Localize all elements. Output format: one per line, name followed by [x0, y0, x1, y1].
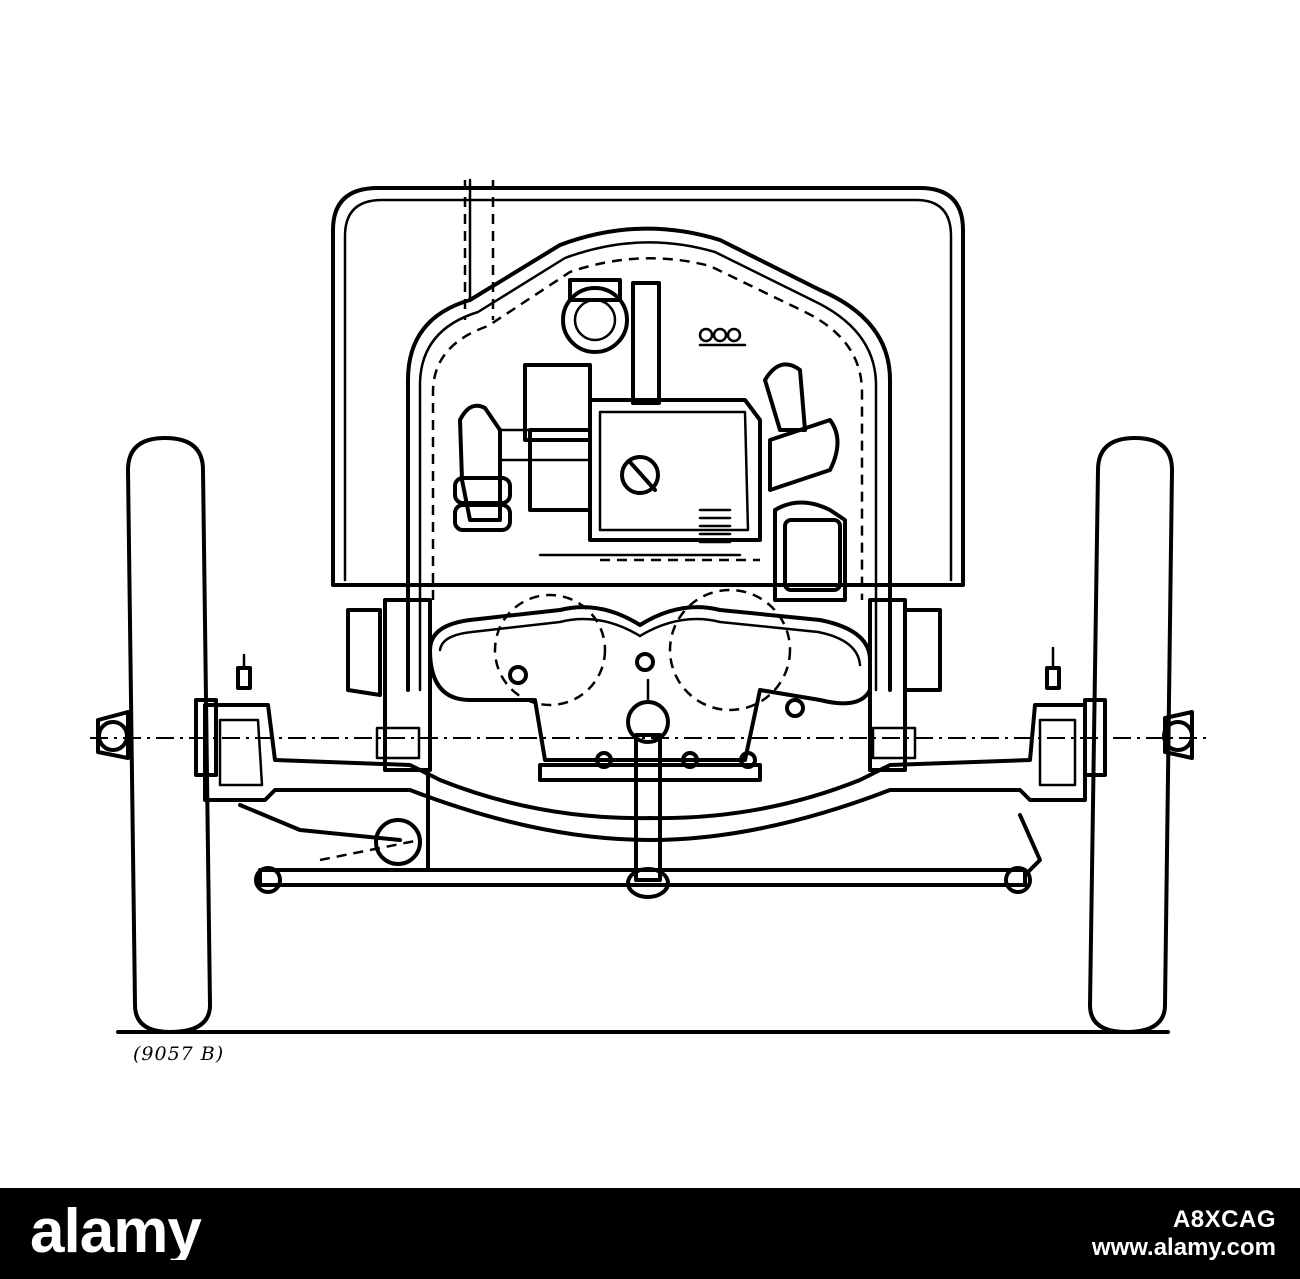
left-wheel — [96, 436, 218, 1034]
site-url: www.alamy.com — [1091, 1233, 1276, 1261]
alamy-logo: alamy — [30, 1204, 330, 1260]
figure-caption: (9057 B) — [133, 1043, 224, 1065]
right-wheel — [1083, 436, 1194, 1034]
grease-cups — [236, 646, 1061, 690]
stock-footer-bar: alamy A8XCAG www.alamy.com — [0, 1188, 1300, 1279]
image-id: A8XCAG — [1172, 1205, 1276, 1233]
engine-front-view-diagram: (9057 B) — [90, 178, 1210, 1065]
footer-credit: A8XCAG www.alamy.com — [1092, 1188, 1276, 1279]
crankcase — [428, 588, 872, 782]
tie-rod — [238, 678, 1042, 899]
svg-text:alamy: alamy — [30, 1204, 202, 1260]
front-axle — [90, 703, 1210, 842]
engine-block — [453, 278, 847, 602]
steering-column-lines — [463, 178, 495, 320]
radiator-shell — [331, 186, 965, 692]
